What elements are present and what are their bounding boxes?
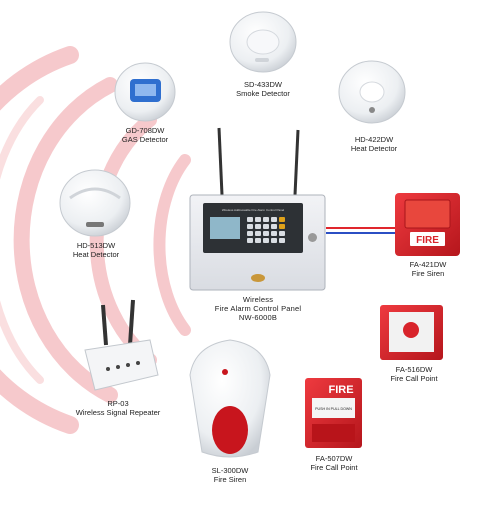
panel-label-1: Wireless	[242, 295, 274, 304]
keypad-key	[279, 231, 285, 236]
keypad-key	[247, 238, 253, 243]
type: Fire Siren	[411, 269, 445, 278]
panel-cables	[326, 227, 395, 234]
type: GAS Detector	[121, 135, 169, 144]
model: HD-422DW	[354, 135, 394, 144]
label-rp03: RP-03 Wireless Signal Repeater	[66, 399, 170, 417]
model: SL-300DW	[211, 466, 249, 475]
control-panel: Wireless Addressable Fire Alarm Control …	[189, 127, 326, 291]
keypad-key	[255, 231, 261, 236]
keypad-key	[271, 224, 277, 229]
label-hd513: HD-513DW Heat Detector	[56, 241, 136, 259]
model: HD-513DW	[76, 241, 116, 250]
label-sl300: SL-300DW Fire Siren	[192, 466, 268, 484]
panel-lcd	[210, 217, 240, 239]
panel-lock	[308, 233, 317, 242]
label-gd708: GD-708DW GAS Detector	[105, 126, 185, 144]
model: RP-03	[107, 399, 129, 408]
panel-screen-header: Wireless Addressable Fire Alarm Control …	[222, 208, 285, 212]
keypad-key	[247, 231, 253, 236]
call-point-fa516	[380, 305, 443, 360]
keypad-key	[263, 224, 269, 229]
wireless-waves	[0, 46, 191, 434]
call-point-fa507: FIRE PUSH IN PULL DOWN	[305, 378, 362, 448]
keypad-key	[279, 217, 285, 222]
keypad-key	[263, 231, 269, 236]
type: Fire Call Point	[390, 374, 438, 383]
keypad-key	[279, 238, 285, 243]
keypad-key	[271, 231, 277, 236]
callpoint-sub-text: PUSH IN PULL DOWN	[315, 407, 352, 411]
label-hd422: HD-422DW Heat Detector	[334, 135, 414, 153]
heat-detector-hd513	[59, 169, 131, 237]
label-fa421: FA-421DW Fire Siren	[390, 260, 466, 278]
wave-arc-3	[13, 77, 118, 403]
model: FA-516DW	[395, 365, 433, 374]
label-control-panel: Wireless Fire Alarm Control Panel NW-600…	[196, 295, 320, 322]
type: Fire Call Point	[310, 463, 358, 472]
fire-siren-sl300	[189, 339, 271, 458]
keypad-key	[255, 217, 261, 222]
keypad-key	[271, 217, 277, 222]
model: FA-421DW	[409, 260, 447, 269]
keypad-key	[263, 217, 269, 222]
repeater-rp03	[84, 299, 159, 391]
type: Heat Detector	[350, 144, 398, 153]
keypad-key	[247, 217, 253, 222]
fire-siren-fa421: FIRE	[395, 193, 460, 256]
smoke-detector-sd433	[229, 11, 297, 73]
panel-model: NW-6000B	[238, 313, 278, 322]
panel-label-2: Fire Alarm Control Panel	[214, 304, 302, 313]
keypad-key	[271, 238, 277, 243]
siren-fire-text: FIRE	[416, 235, 439, 246]
keypad-key	[255, 238, 261, 243]
type: Wireless Signal Repeater	[75, 408, 161, 417]
wave-arc-5	[0, 96, 44, 384]
panel-antenna-right	[293, 129, 300, 196]
callpoint-fire-text: FIRE	[328, 384, 353, 396]
label-sd433: SD-433DW Smoke Detector	[222, 80, 304, 98]
label-fa516: FA-516DW Fire Call Point	[376, 365, 452, 383]
model: FA-507DW	[315, 454, 353, 463]
panel-keypad	[247, 217, 285, 243]
gas-detector-gd708	[114, 62, 176, 122]
type: Fire Siren	[213, 475, 247, 484]
model: GD-708DW	[125, 126, 165, 135]
model: SD-433DW	[244, 80, 282, 89]
wave-arc-4	[0, 46, 79, 434]
keypad-key	[279, 224, 285, 229]
keypad-key	[263, 238, 269, 243]
heat-detector-hd422	[338, 60, 406, 124]
type: Smoke Detector	[236, 89, 290, 98]
label-fa507: FA-507DW Fire Call Point	[296, 454, 372, 472]
type: Heat Detector	[72, 250, 120, 259]
wave-arc-1	[153, 154, 191, 336]
panel-antenna-left	[217, 127, 224, 196]
keypad-key	[255, 224, 261, 229]
wave-arc-2	[89, 113, 157, 367]
brand-logo	[251, 274, 265, 282]
keypad-key	[247, 224, 253, 229]
